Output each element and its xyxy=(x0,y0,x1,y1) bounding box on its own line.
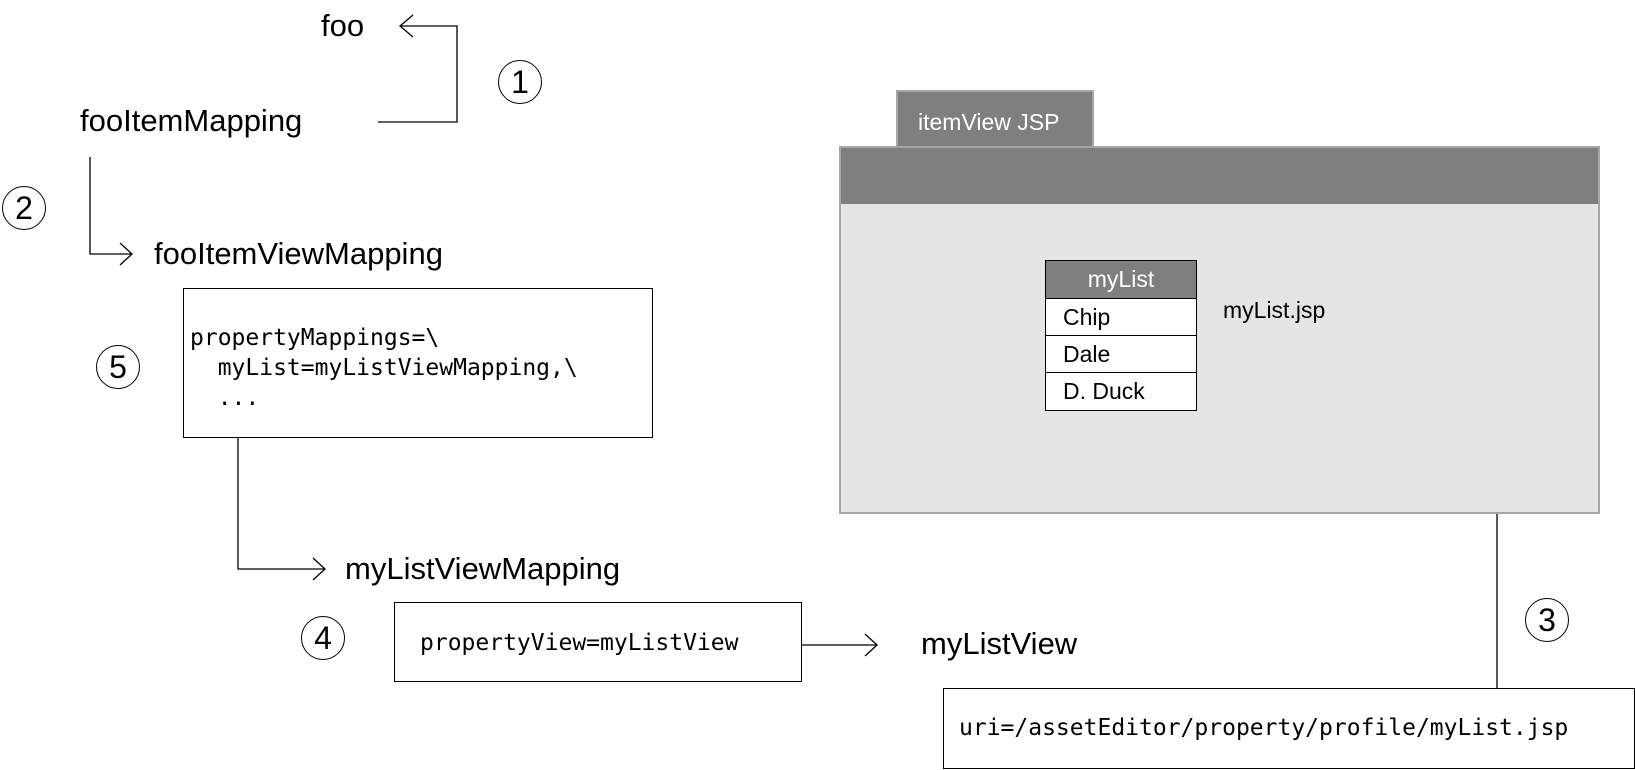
list-item: D. Duck xyxy=(1046,372,1196,409)
property-mappings-line-3: ... xyxy=(190,385,260,411)
arrowhead-foo xyxy=(398,14,414,38)
property-mappings-box: propertyMappings=\ myList=myListViewMapp… xyxy=(183,288,653,438)
property-view-text: propertyView=myListView xyxy=(420,630,739,656)
item-view-jsp-tab-label: itemView JSP xyxy=(918,109,1060,135)
item-view-jsp-window-bar xyxy=(841,148,1598,204)
item-view-jsp-tab: itemView JSP xyxy=(896,90,1094,150)
property-mappings-line-2: myList=myListViewMapping,\ xyxy=(190,355,578,381)
arrow-property-mappings-to-list-view-mapping xyxy=(237,438,325,570)
uri-box: uri=/assetEditor/property/profile/myList… xyxy=(943,688,1635,769)
arrowhead-my-list-view-mapping xyxy=(312,557,326,581)
step-4-badge: 4 xyxy=(301,616,345,660)
list-item: Chip xyxy=(1046,298,1196,335)
my-list-header: myList xyxy=(1046,261,1196,298)
arrowhead-my-list-view xyxy=(864,633,878,657)
foo-item-view-mapping-label: fooItemViewMapping xyxy=(154,236,443,271)
item-view-jsp-window xyxy=(839,146,1600,514)
list-item: Dale xyxy=(1046,335,1196,372)
arrowhead-foo-item-view-mapping xyxy=(119,242,133,266)
property-mappings-line-1: propertyMappings=\ xyxy=(190,325,440,351)
my-list-view-label: myListView xyxy=(921,626,1078,661)
foo-label: foo xyxy=(321,8,365,43)
step-2-badge: 2 xyxy=(2,186,46,230)
arrow-foo-item-mapping-to-view-mapping xyxy=(89,157,132,255)
foo-item-mapping-label: fooItemMapping xyxy=(80,103,303,138)
my-list-jsp-label: myList.jsp xyxy=(1223,297,1326,323)
step-3-badge: 3 xyxy=(1525,598,1569,642)
arrow-foo-item-mapping-to-foo xyxy=(378,25,458,123)
uri-text: uri=/assetEditor/property/profile/myList… xyxy=(959,715,1569,741)
my-list-view-mapping-label: myListViewMapping xyxy=(345,551,621,586)
step-5-badge: 5 xyxy=(96,345,140,389)
step-1-badge: 1 xyxy=(498,60,542,104)
property-view-box: propertyView=myListView xyxy=(394,602,802,682)
my-list-widget: myList Chip Dale D. Duck xyxy=(1045,260,1197,411)
